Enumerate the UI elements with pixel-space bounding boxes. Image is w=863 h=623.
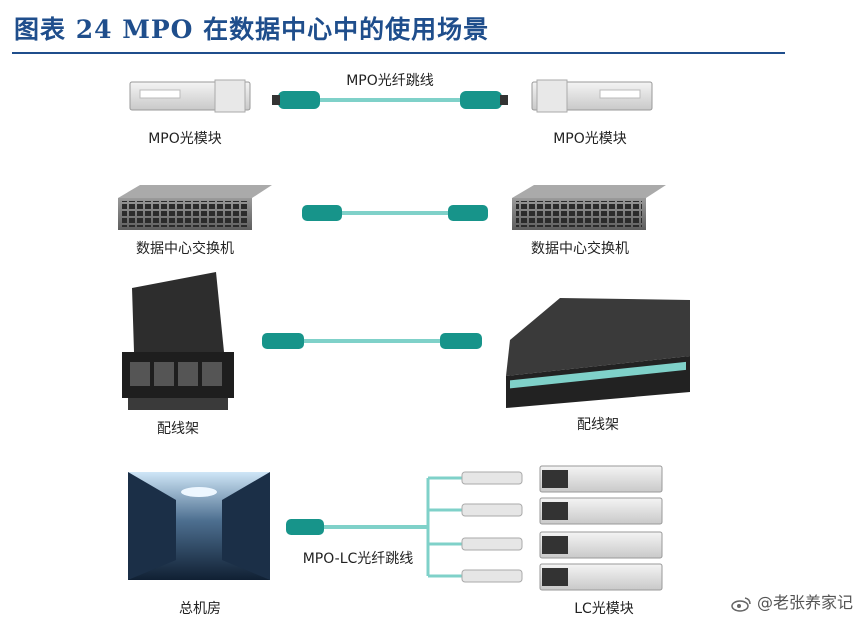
mpo-patch-cord: [272, 91, 508, 109]
lc-module-stack: [539, 465, 663, 591]
row1-cable-label: MPO光纤跳线: [346, 73, 434, 89]
title-divider: [12, 52, 785, 54]
row2-left-label: 数据中心交换机: [136, 241, 234, 257]
mpo-module-right: [531, 79, 653, 113]
row3-left-label: 配线架: [157, 421, 199, 437]
watermark: @老张养家记: [730, 589, 853, 613]
figure-title: 图表 24 MPO 在数据中心中的使用场景: [14, 15, 490, 44]
row4-cable-label: MPO-LC光纤跳线: [302, 551, 414, 567]
switch-left: [118, 185, 272, 230]
row3-right-label: 配线架: [577, 417, 619, 433]
patch-panel-right: [506, 298, 690, 408]
switch-right: [512, 185, 666, 230]
row2-right-label: 数据中心交换机: [531, 241, 629, 257]
row4-right-label: LC光模块: [574, 601, 634, 617]
row4-left-label: 总机房: [179, 601, 221, 617]
main-room-image: [128, 472, 270, 580]
row1-left-label: MPO光模块: [148, 131, 222, 147]
mpo-module-left: [129, 79, 251, 113]
panel-patch-cord: [262, 333, 482, 349]
row1-right-label: MPO光模块: [553, 131, 627, 147]
watermark-text: @老张养家记: [756, 593, 853, 612]
switch-patch-cord: [302, 205, 488, 221]
weibo-icon: [730, 596, 752, 612]
mpo-lc-breakout-cord: [286, 471, 523, 583]
patch-panel-left: [122, 272, 234, 410]
